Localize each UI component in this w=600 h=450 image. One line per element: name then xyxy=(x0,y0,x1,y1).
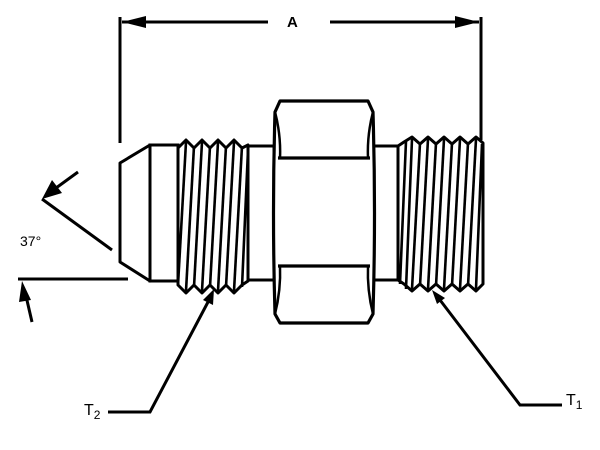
t2-label-subscript: 2 xyxy=(93,408,101,422)
arrowhead-upper-icon xyxy=(42,180,62,199)
t1-leader xyxy=(432,290,562,407)
right-thread xyxy=(396,135,485,293)
t1-label: T1 xyxy=(566,392,582,412)
arrowhead-right-icon xyxy=(455,16,479,28)
left-shank xyxy=(148,143,180,283)
dimension-a-label: A xyxy=(287,14,298,31)
t1-label-subscript: 1 xyxy=(575,398,583,412)
hex-nut xyxy=(271,99,377,325)
t1-label-main: T xyxy=(566,392,576,409)
flare-cone xyxy=(118,143,152,283)
arrowhead-lower-icon xyxy=(19,281,31,302)
angle-label: 37° xyxy=(20,233,42,249)
angle-line xyxy=(41,197,113,252)
angle-arrow-upper xyxy=(55,170,79,190)
t2-leader xyxy=(108,289,214,414)
t2-arrowhead-icon xyxy=(203,289,214,305)
arrowhead-left-icon xyxy=(122,16,146,28)
t1-arrowhead-icon xyxy=(432,290,445,304)
dimension-a xyxy=(118,16,483,143)
left-neck xyxy=(246,144,276,282)
left-thread xyxy=(176,138,250,295)
angle-annotation xyxy=(18,170,128,323)
t2-label: T2 xyxy=(84,402,100,422)
t2-label-main: T xyxy=(84,402,94,419)
